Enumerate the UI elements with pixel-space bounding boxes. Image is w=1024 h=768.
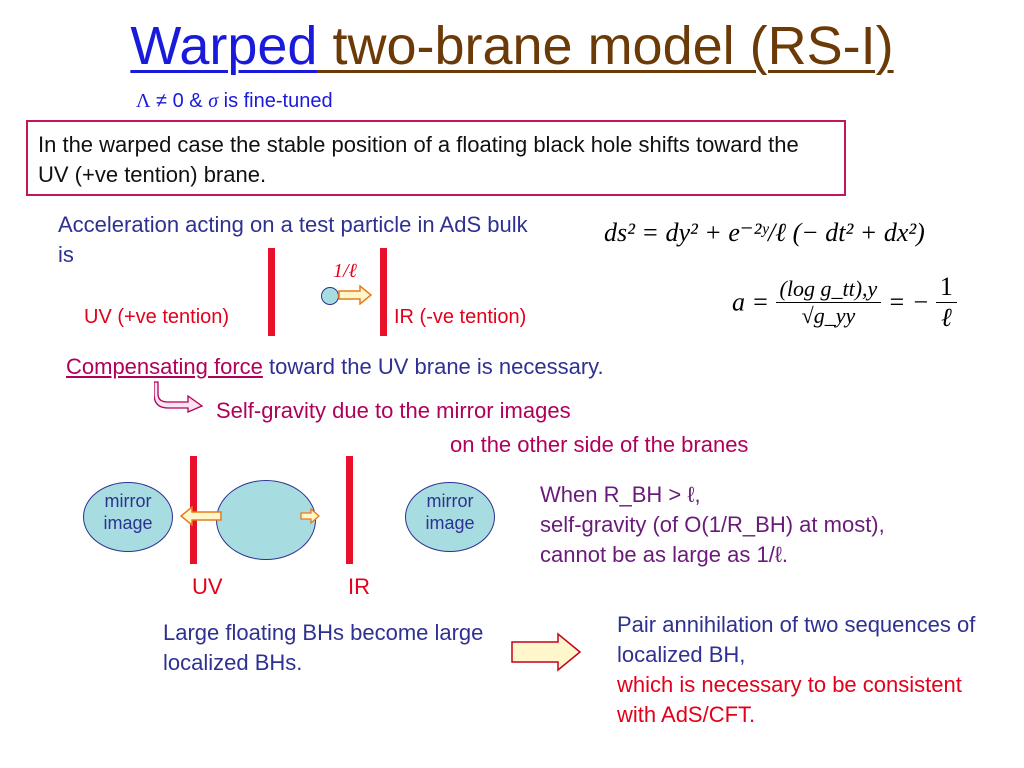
uv-brane-bar-2 bbox=[190, 456, 197, 564]
accel-fraction: (log g_tt),y √g_yy bbox=[775, 276, 882, 329]
pair-line2: which is necessary to be consistent with… bbox=[617, 672, 962, 727]
uv-label: UV bbox=[192, 574, 223, 599]
warped-case-box: In the warped case the stable position o… bbox=[26, 120, 846, 196]
compensating-force-line: Compensating force toward the UV brane i… bbox=[66, 354, 604, 380]
right-force-arrow-icon bbox=[300, 508, 320, 524]
when-condition-text: When R_BH > ℓ, self-gravity (of O(1/R_BH… bbox=[540, 480, 885, 570]
fine-tuned-note: Λ ≠ 0 & σ is fine-tuned bbox=[136, 90, 333, 113]
metric-equation: ds² = dy² + e⁻²ʸ/ℓ (− dt² + dx²) bbox=[604, 218, 925, 247]
left-mirror-label: mirror image bbox=[103, 491, 153, 533]
rhs-numerator: 1 bbox=[935, 272, 957, 303]
one-over-l-label: 1/ℓ bbox=[333, 260, 357, 282]
neq-text: ≠ 0 & bbox=[150, 90, 209, 112]
pair-annihilation-text: Pair annihilation of two sequences of lo… bbox=[617, 610, 997, 730]
acceleration-equation: a = (log g_tt),y √g_yy = − 1 ℓ bbox=[732, 272, 957, 333]
warped-case-text: In the warped case the stable position o… bbox=[38, 132, 799, 187]
black-hole bbox=[216, 480, 316, 560]
compensating-force-link: Compensating force bbox=[66, 354, 263, 379]
accel-numerator: (log g_tt),y bbox=[775, 276, 882, 303]
slide-title: Warped two-brane model (RS-I) bbox=[0, 14, 1024, 78]
acceleration-text: Acceleration acting on a test particle i… bbox=[58, 212, 528, 267]
large-floating-bh-text: Large floating BHs become large localize… bbox=[163, 620, 484, 675]
test-particle bbox=[321, 287, 339, 305]
left-force-arrow-icon bbox=[180, 506, 222, 526]
title-rest: two-brane model (RS-I) bbox=[317, 16, 894, 76]
title-warped: Warped bbox=[130, 16, 318, 76]
fine-tuned-text: is fine-tuned bbox=[218, 90, 333, 112]
rhs-fraction: 1 ℓ bbox=[935, 272, 957, 333]
pair-line1: Pair annihilation of two sequences of lo… bbox=[617, 612, 976, 667]
when-line3: cannot be as large as 1/ℓ. bbox=[540, 542, 789, 567]
acceleration-arrow-icon bbox=[338, 285, 372, 305]
right-mirror-label: mirror image bbox=[425, 491, 475, 533]
when-line1: When R_BH > ℓ, bbox=[540, 482, 701, 507]
accel-a: a = bbox=[732, 287, 770, 317]
lambda-symbol: Λ bbox=[136, 90, 151, 112]
uv-tension-label: UV (+ve tention) bbox=[84, 306, 230, 328]
uv-brane-bar bbox=[268, 248, 275, 336]
curved-arrow-icon bbox=[154, 381, 204, 413]
right-mirror-image bbox=[405, 482, 495, 552]
rhs-denominator: ℓ bbox=[940, 303, 952, 332]
self-gravity-line2: on the other side of the branes bbox=[450, 432, 749, 457]
accel-rhs: = − bbox=[887, 287, 930, 317]
ir-tension-label: IR (-ve tention) bbox=[394, 306, 527, 328]
compensating-rest: toward the UV brane is necessary. bbox=[262, 354, 604, 379]
right-arrow-icon bbox=[511, 632, 582, 672]
ir-label: IR bbox=[348, 574, 370, 599]
accel-denominator: √g_yy bbox=[801, 303, 856, 328]
when-line2: self-gravity (of O(1/R_BH) at most), bbox=[540, 512, 885, 537]
sigma-symbol: σ bbox=[208, 90, 219, 112]
ir-brane-bar bbox=[380, 248, 387, 336]
self-gravity-line1: Self-gravity due to the mirror images bbox=[216, 398, 571, 423]
ir-brane-bar-2 bbox=[346, 456, 353, 564]
left-mirror-image bbox=[83, 482, 173, 552]
